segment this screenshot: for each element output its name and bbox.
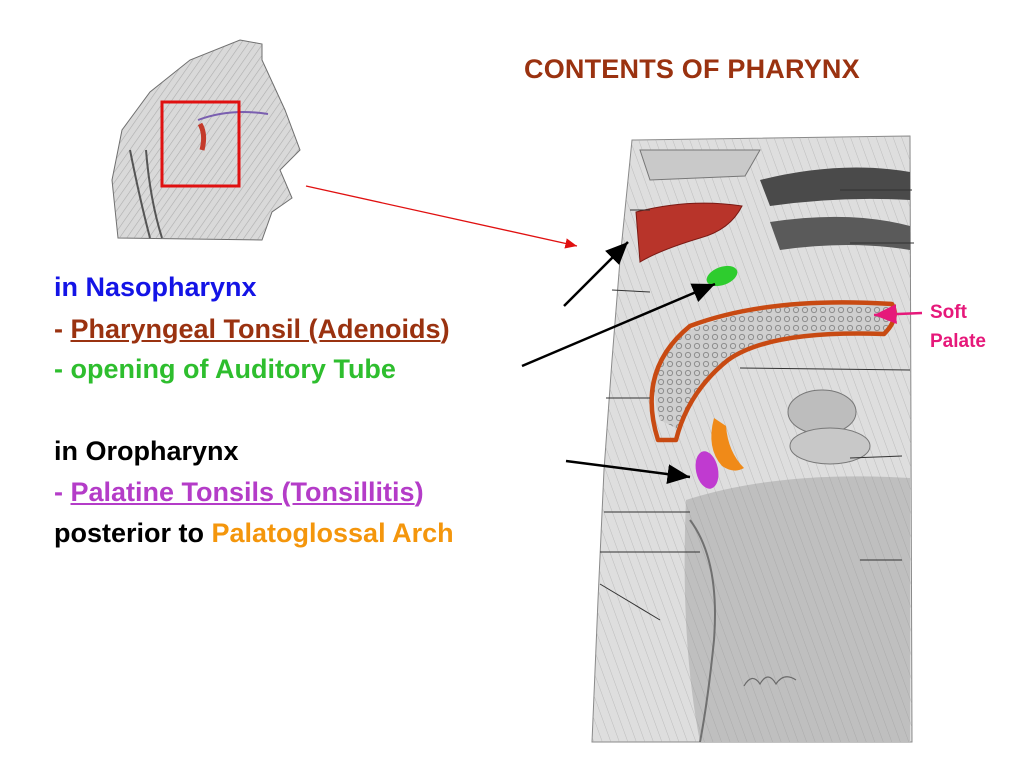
palatine-tonsil-arrow: [565, 459, 691, 485]
artist-signature: [743, 676, 797, 687]
head-thumbnail-image: [111, 39, 301, 241]
posterior-line: posterior to Palatoglossal Arch: [54, 518, 454, 549]
palatoglossal-arch-text: Palatoglossal Arch: [211, 518, 454, 548]
auditory-tube-line: - opening of Auditory Tube: [54, 354, 396, 384]
nasopharynx-heading: in Nasopharynx: [54, 272, 257, 302]
soft-palate-label-line2: Palate: [930, 331, 986, 352]
auditory-tube-arrow: [521, 282, 716, 368]
slide-title: CONTENTS OF PHARYNX: [524, 54, 860, 84]
soft-palate-arrow: [873, 304, 923, 325]
soft-palate-label-line1: Soft: [930, 302, 967, 323]
posterior-text: posterior to: [54, 518, 212, 548]
oropharynx-heading: in Oropharynx: [54, 436, 239, 466]
adenoids-close: ): [440, 314, 450, 344]
dash-adenoids: -: [54, 314, 71, 344]
zoom-pointer-arrow: [305, 185, 578, 249]
palatine-line: - Palatine Tonsils (Tonsillitis): [54, 477, 424, 508]
adenoids-line: - Pharyngeal Tonsil (Adenoids): [54, 314, 450, 345]
thumbnail-highlight-box: [160, 100, 241, 188]
palatine-close: ): [414, 477, 424, 507]
soft-palate-label: Soft Palate: [930, 298, 986, 356]
pharynx-detail-image: [591, 135, 914, 743]
adenoids-arrow: [563, 241, 629, 307]
palatine-text: Palatine Tonsils (Tonsillitis: [70, 477, 415, 507]
adenoids-text: Pharyngeal Tonsil (Adenoids: [70, 314, 441, 344]
dash-palatine: -: [54, 477, 71, 507]
